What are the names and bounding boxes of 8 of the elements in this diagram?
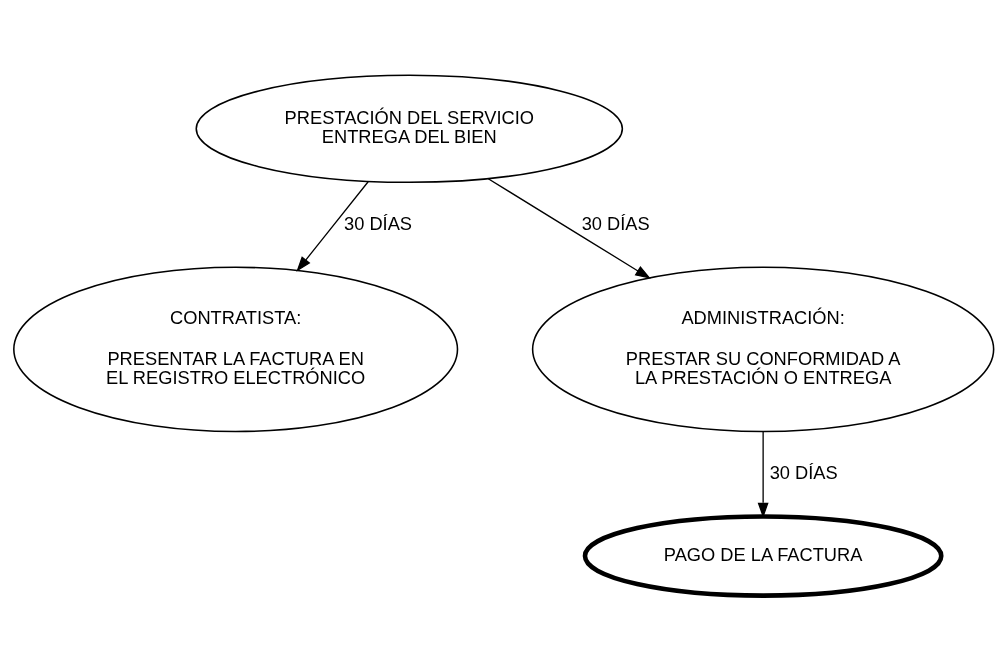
edge-label: 30 DÍAS bbox=[581, 212, 650, 234]
arrow bbox=[296, 181, 369, 272]
edge-label: 30 DÍAS bbox=[769, 461, 838, 483]
node-ellipse: PAGO DE LA FACTURA bbox=[582, 514, 944, 598]
arrow bbox=[487, 178, 651, 279]
edge-label: 30 DÍAS bbox=[344, 212, 413, 234]
node-ellipse: CONTRATISTA: PRESENTAR LA FACTURA EN EL REGISTRO ELECTRÓNICO bbox=[13, 266, 459, 433]
node-ellipse: PRESTACIÓN DEL SERVICIO ENTREGA DEL BIEN bbox=[195, 74, 624, 184]
